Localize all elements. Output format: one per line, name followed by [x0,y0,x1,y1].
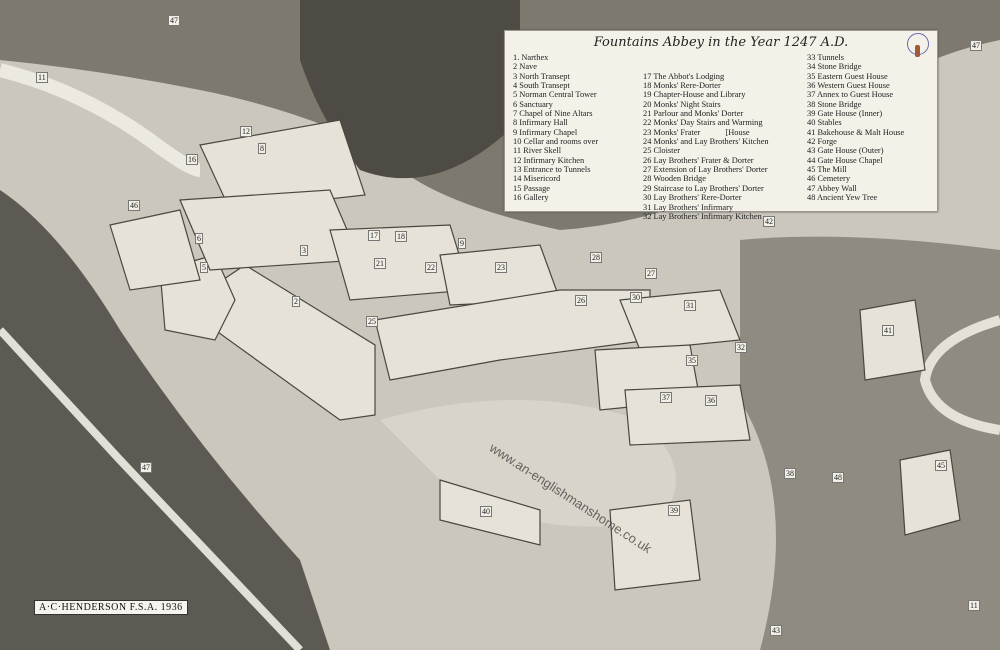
map-label: 47 [140,462,152,473]
map-label: 32 [735,342,747,353]
map-label: 2 [292,296,300,307]
forest-top-center [300,0,520,179]
legend-item: 13 Entrance to Tunnels [513,165,591,175]
legend-item: 3 North Transept [513,71,570,81]
legend-item: 39 Gate House (Inner) [807,109,883,119]
legend-item: 12 Infirmary Kitchen [513,155,585,165]
map-label: 37 [660,392,672,403]
church-buildings [109,119,961,591]
map-label: 41 [882,325,894,336]
legend-item: 17 The Abbot's Lodging [643,71,725,81]
map-label: 45 [935,460,947,471]
legend-item: 36 Western Guest House [807,81,890,91]
meadow [380,400,676,527]
map-label: 8 [258,143,266,154]
legend-item: 21 Parlour and Monks' Dorter [643,109,744,119]
legend-item: 8 Infirmary Hall [513,118,568,128]
legend-item: 2 Nave [513,62,537,72]
map-label: 47 [970,40,982,51]
map-label: 40 [480,506,492,517]
legend-item: 28 Wooden Bridge [643,174,706,184]
legend-item: 44 Gate House Chapel [807,155,883,165]
legend-item: 23 Monks' Frater [House [643,127,750,137]
map-label: 6 [195,233,203,244]
woods-left [0,190,330,650]
map-label: 3 [300,245,308,256]
map-label: 27 [645,268,657,279]
legend-item: 18 Monks' Rere-Dorter [643,81,721,91]
map-label: 39 [668,505,680,516]
map-label: 22 [425,262,437,273]
legend-item: 22 Monks' Day Stairs and Warming [643,118,763,128]
legend-item: 48 Ancient Yew Tree [807,193,878,203]
map-label: 5 [200,262,208,273]
map-label: 36 [705,395,717,406]
legend-item: 35 Eastern Guest House [807,71,888,81]
legend-title: Fountains Abbey in the Year 1247 A.D. [593,35,849,50]
map-label: 9 [458,238,466,249]
legend-item: 26 Lay Brothers' Frater & Dorter [643,155,754,165]
map-label: 38 [784,468,796,479]
legend-item: 37 Annex to Guest House [807,90,894,100]
map-label: 35 [686,355,698,366]
legend-item: 7 Chapel of Nine Altars [513,109,593,119]
map-label: 46 [128,200,140,211]
map-label: 23 [495,262,507,273]
map-label: 43 [770,625,782,636]
legend-item: 38 Stone Bridge [807,99,862,109]
legend-item: 45 The Mill [807,165,847,175]
legend-item: 33 Tunnels [807,53,845,62]
legend-item: 6 Sanctuary [513,99,553,109]
legend-item: 42 Forge [807,137,837,147]
legend-item: 11 River Skell [513,146,562,156]
legend-item: 15 Passage [513,183,550,193]
map-label: 47 [168,15,180,26]
terraces-right [919,315,1000,435]
woods-right [740,236,1000,650]
legend-item: 16 Gallery [513,193,549,203]
legend-item: 4 South Transept [513,81,570,91]
legend-item: 14 Misericord [513,174,561,184]
map-label: 16 [186,154,198,165]
abbey-wall [0,327,303,650]
legend-item: 19 Chapter-House and Library [643,90,746,100]
map-label: 31 [684,300,696,311]
legend-item: 1. Narthex [513,53,549,62]
legend-item: 30 Lay Brothers' Rere-Dorter [643,193,742,203]
map-label: 11 [36,72,48,83]
legend-item: 40 Stables [807,118,842,128]
map-label: 21 [374,258,386,269]
legend-item: 10 Cellar and rooms over [513,137,599,147]
legend-item: 27 Extension of Lay Brothers' Dorter [643,165,768,175]
legend-item: 5 Norman Central Tower [513,90,597,100]
map-label: 18 [395,231,407,242]
legend-panel: Fountains Abbey in the Year 1247 A.D. 1.… [504,30,938,221]
map-label: 26 [575,295,587,306]
legend-item: 32 Lay Brothers' Infirmary Kitchen [643,211,762,221]
legend-item: 34 Stone Bridge [807,62,862,72]
legend-item: 41 Bakehouse & Malt House [807,127,905,137]
map-label: 42 [763,216,775,227]
map-label: 11 [968,600,980,611]
map-label: 48 [832,472,844,483]
map-label: 25 [366,316,378,327]
legend-item: 25 Cloister [643,146,680,156]
legend-item: 29 Staircase to Lay Brothers' Dorter [643,183,764,193]
legend-item: 46 Cemetery [807,174,851,184]
figure-icon [915,45,920,57]
map-label: 28 [590,252,602,263]
legend-item: 20 Monks' Night Stairs [643,99,721,109]
legend-item: 43 Gate House (Outer) [807,146,884,156]
map-label: 12 [240,126,252,137]
legend-item: 9 Infirmary Chapel [513,127,578,137]
map-label: 30 [630,292,642,303]
legend-item: 31 Lay Brothers' Infirmary [643,202,734,212]
artist-signature: A·C·HENDERSON F.S.A. 1936 [34,600,188,615]
legend-item: 24 Monks' and Lay Brothers' Kitchen [643,137,769,147]
legend-item: 47 Abbey Wall [807,183,857,193]
map-label: 17 [368,230,380,241]
